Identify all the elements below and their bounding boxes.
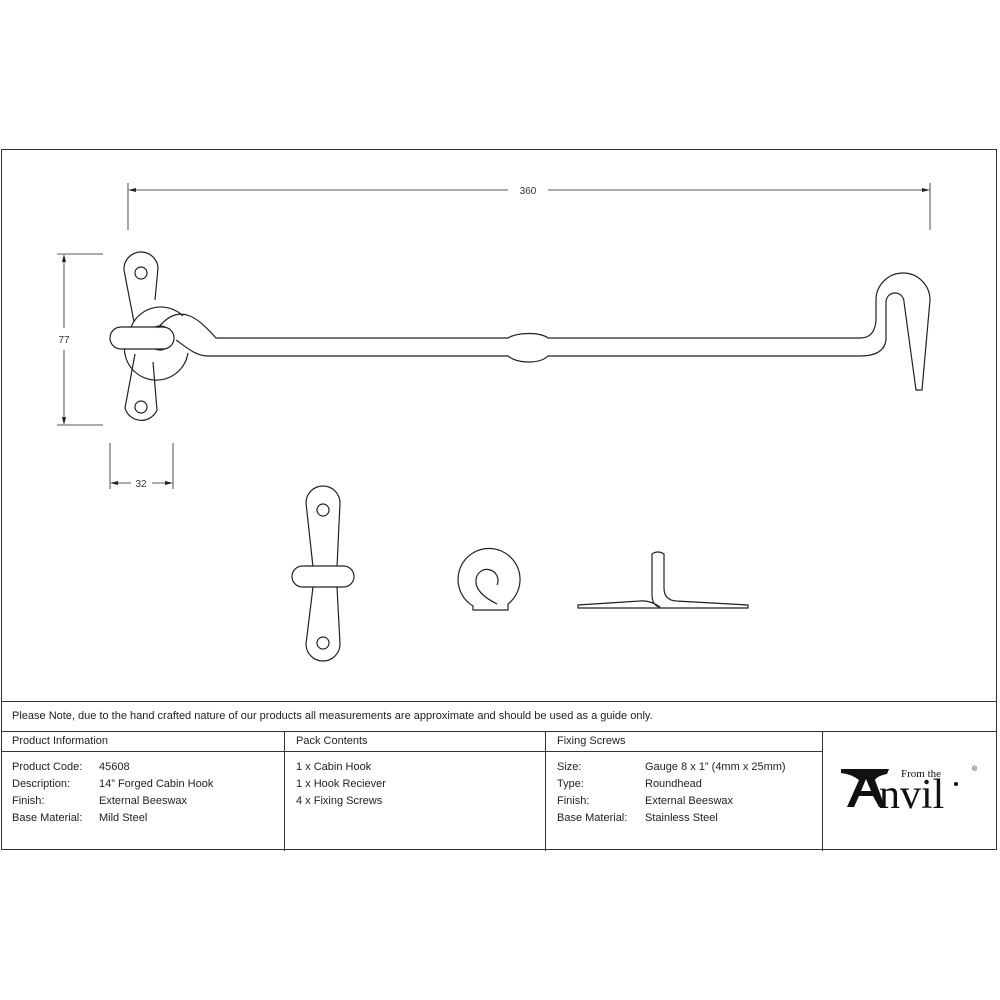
pack-item: 1 x Cabin Hook — [296, 761, 372, 773]
field-label: Base Material: — [12, 812, 83, 824]
drawing-sheet-frame — [1, 149, 997, 850]
screw-finish-row: Finish: External Beeswax — [557, 793, 822, 810]
receiver-eye-view — [457, 547, 521, 611]
screw-type-row: Type: Roundhead — [557, 776, 822, 793]
finish-row: Finish: External Beeswax — [12, 793, 284, 810]
length-dimension-label: 360 — [520, 186, 537, 197]
length-dimension — [127, 183, 931, 230]
height-dimension — [57, 253, 103, 426]
field-value: Gauge 8 x 1” (4mm x 25mm) — [645, 761, 786, 773]
field-label: Product Code: — [12, 761, 83, 773]
product-code-row: Product Code: 45608 — [12, 759, 284, 776]
plate-width-dimension — [109, 443, 174, 489]
pack-contents-heading: Pack Contents — [285, 732, 545, 752]
field-value: 45608 — [99, 761, 130, 773]
pin-bar — [109, 326, 175, 350]
hook-plate — [123, 251, 159, 421]
product-information-heading: Product Information — [1, 732, 284, 752]
logo-anvil-word: nvil — [879, 772, 945, 818]
field-label: Description: — [12, 778, 71, 790]
spec-table: Product Information Product Code: 45608 … — [1, 731, 997, 851]
field-label: Size: — [557, 761, 582, 773]
field-value: External Beeswax — [645, 795, 734, 807]
field-value: Roundhead — [645, 778, 702, 790]
pack-item: 4 x Fixing Screws — [296, 795, 383, 807]
logo-from-the: From the — [901, 768, 942, 780]
base-material-row: Base Material: Mild Steel — [12, 810, 284, 827]
field-value: 14” Forged Cabin Hook — [99, 778, 214, 790]
pack-contents-section: Pack Contents 1 x Cabin Hook 1 x Hook Re… — [285, 732, 546, 851]
hook-rod — [157, 272, 931, 391]
height-dimension-label: 77 — [58, 335, 70, 346]
product-information-section: Product Information Product Code: 45608 … — [1, 732, 285, 851]
field-label: Type: — [557, 778, 584, 790]
field-value: Stainless Steel — [645, 812, 718, 824]
screw-material-row: Base Material: Stainless Steel — [557, 810, 822, 827]
field-label: Base Material: — [557, 812, 628, 824]
hook-plate-front-view — [291, 485, 355, 662]
field-value: Mild Steel — [99, 812, 148, 824]
measurement-note: Please Note, due to the hand crafted nat… — [1, 701, 997, 731]
width-dimension-label: 32 — [135, 479, 147, 490]
screw-size-row: Size: Gauge 8 x 1” (4mm x 25mm) — [557, 759, 822, 776]
fixing-screws-section: Fixing Screws Size: Gauge 8 x 1” (4mm x … — [546, 732, 823, 851]
pack-item: 1 x Hook Reciever — [296, 778, 386, 790]
receiver-top-view — [577, 551, 749, 609]
description-row: Description: 14” Forged Cabin Hook — [12, 776, 284, 793]
registered-mark: ® — [972, 766, 978, 773]
anvil-icon — [841, 769, 958, 807]
from-the-anvil-logo: From the nvil ® — [841, 760, 981, 820]
logo-section: From the nvil ® — [823, 732, 997, 851]
field-label: Finish: — [12, 795, 45, 807]
field-label: Finish: — [557, 795, 590, 807]
field-value: External Beeswax — [99, 795, 188, 807]
fixing-screws-heading: Fixing Screws — [546, 732, 822, 752]
